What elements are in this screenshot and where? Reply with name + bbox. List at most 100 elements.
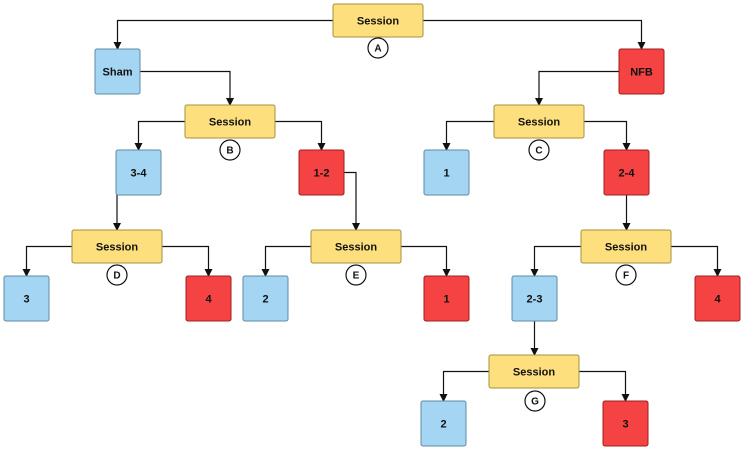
b-34-node: 3-4 xyxy=(115,149,162,196)
edge-session-d-to-d-4 xyxy=(162,245,213,277)
edge-b-12-to-session-e xyxy=(344,171,360,231)
e-2-node: 2 xyxy=(242,275,289,322)
edge-session-g-to-g-3 xyxy=(579,370,630,402)
edge-session-e-to-e-1 xyxy=(401,245,451,277)
f-4-node: 4 xyxy=(694,275,741,322)
f-23-node: 2-3 xyxy=(511,275,558,322)
blue-box xyxy=(511,275,558,322)
g-3-node: 3 xyxy=(602,400,649,447)
session-a-node: Session xyxy=(332,3,424,38)
node-label-text: D xyxy=(113,271,120,282)
node-text: 3 xyxy=(622,419,628,431)
label-circle xyxy=(219,139,241,161)
node-text: 1 xyxy=(443,168,449,180)
blue-box xyxy=(3,275,50,322)
label-circle xyxy=(524,390,546,412)
node-text: Session xyxy=(605,242,647,254)
edge-session-d-to-d-3 xyxy=(22,245,72,277)
d-4-node: 4 xyxy=(185,275,232,322)
edge-session-g-to-g-2 xyxy=(439,370,489,402)
g-2-node: 2 xyxy=(420,400,467,447)
node-label-text: C xyxy=(535,146,542,157)
red-box xyxy=(603,149,650,196)
label-b-node: B xyxy=(219,139,241,161)
red-box xyxy=(694,275,741,322)
session-c-node: Session xyxy=(493,104,585,139)
label-circle xyxy=(528,139,550,161)
node-label-text: A xyxy=(374,44,381,55)
edge-session-f-to-f-23 xyxy=(530,245,581,277)
session-b-node: Session xyxy=(184,104,276,139)
node-text: 4 xyxy=(714,294,721,306)
red-box xyxy=(602,400,649,447)
node-text: Session xyxy=(209,117,251,129)
edge-session-e-to-e-2 xyxy=(261,245,311,277)
d-3-node: 3 xyxy=(3,275,50,322)
b-12-node: 1-2 xyxy=(298,149,345,196)
red-box xyxy=(298,149,345,196)
session-box xyxy=(580,229,672,264)
session-box xyxy=(310,229,402,264)
node-text: NFB xyxy=(630,67,653,79)
red-box xyxy=(185,275,232,322)
edge-session-b-to-b-12 xyxy=(275,120,326,151)
edge-sham-to-session-b xyxy=(140,70,234,106)
node-text: 3 xyxy=(23,294,29,306)
label-a-node: A xyxy=(367,37,389,59)
label-circle xyxy=(106,264,128,286)
label-circle xyxy=(367,37,389,59)
red-box xyxy=(423,275,470,322)
edge-session-c-to-c-1 xyxy=(442,120,494,151)
label-g-node: G xyxy=(524,390,546,412)
edge-session-a-to-nfb xyxy=(423,19,646,50)
session-box xyxy=(332,3,424,38)
session-e-node: Session xyxy=(310,229,402,264)
session-box xyxy=(493,104,585,139)
node-text: 1-2 xyxy=(314,168,330,180)
node-text: Session xyxy=(357,16,399,28)
label-f-node: F xyxy=(615,264,637,286)
session-box xyxy=(71,229,163,264)
node-text: Session xyxy=(513,367,555,379)
node-text: 2-4 xyxy=(619,168,636,180)
blue-box xyxy=(420,400,467,447)
node-label-text: F xyxy=(623,271,629,282)
sham-node: Sham xyxy=(94,48,141,95)
edge-nfb-to-session-c xyxy=(535,70,619,106)
node-label-text: G xyxy=(531,397,539,408)
e-1-node: 1 xyxy=(423,275,470,322)
red-box xyxy=(618,48,665,95)
node-text: 3-4 xyxy=(131,168,148,180)
session-d-node: Session xyxy=(71,229,163,264)
node-label-text: B xyxy=(226,146,233,157)
node-text: 2 xyxy=(262,294,268,306)
blue-box xyxy=(94,48,141,95)
edge-session-b-to-b-34 xyxy=(134,120,185,151)
session-f-node: Session xyxy=(580,229,672,264)
node-text: 1 xyxy=(443,294,449,306)
blue-box xyxy=(115,149,162,196)
edge-session-c-to-c-24 xyxy=(584,120,631,151)
node-text: 4 xyxy=(205,294,212,306)
label-circle xyxy=(345,264,367,286)
session-box xyxy=(488,354,580,389)
session-g-node: Session xyxy=(488,354,580,389)
edges-layer xyxy=(22,19,722,402)
node-text: Session xyxy=(518,117,560,129)
c-1-node: 1 xyxy=(423,149,470,196)
edge-session-a-to-sham xyxy=(113,19,333,50)
node-text: Session xyxy=(96,242,138,254)
edge-session-f-to-f-4 xyxy=(671,245,722,277)
blue-box xyxy=(423,149,470,196)
label-d-node: D xyxy=(106,264,128,286)
label-e-node: E xyxy=(345,264,367,286)
node-label-text: E xyxy=(353,271,360,282)
node-text: 2-3 xyxy=(527,294,543,306)
label-c-node: C xyxy=(528,139,550,161)
c-24-node: 2-4 xyxy=(603,149,650,196)
node-text: Session xyxy=(335,242,377,254)
session-box xyxy=(184,104,276,139)
label-circle xyxy=(615,264,637,286)
